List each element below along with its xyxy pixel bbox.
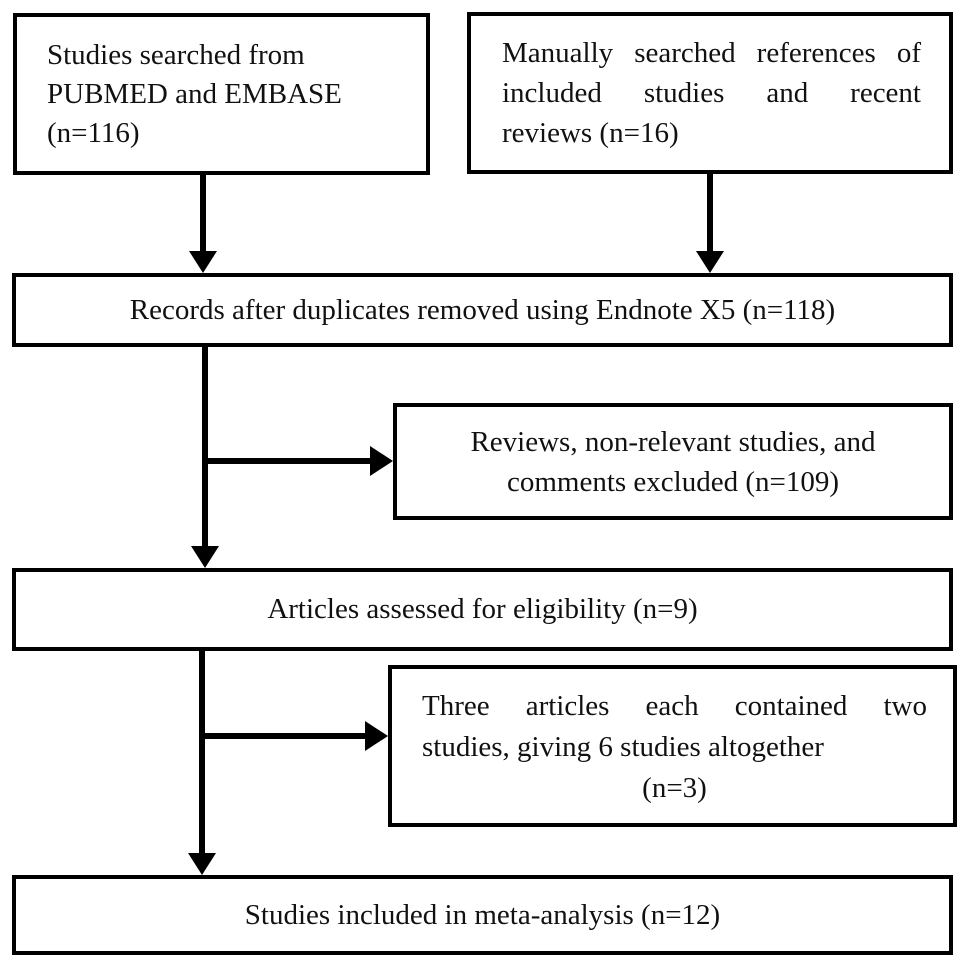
box-text-line: studies, giving 6 studies altogether (422, 731, 824, 763)
arrow-right-icon (370, 446, 393, 476)
box-text-line: Studies searched from (47, 39, 305, 71)
arrow-down-icon (191, 546, 219, 568)
box-text-line: (n=116) (47, 117, 140, 149)
box-text-line: reviews (n=16) (502, 117, 679, 149)
box-articles-eligibility: Articles assessed for eligibility (n=9) (12, 568, 953, 651)
box-text-line: Three articles each contained two (422, 690, 927, 722)
arrow-dedup-to-eligibility-line (202, 347, 208, 547)
arrow-down-icon (188, 853, 216, 875)
box-text-line: included studies and recent (502, 77, 921, 109)
box-manually-searched: Manually searched references of included… (467, 12, 953, 174)
box-text-line: Manually searched references of (502, 37, 921, 69)
box-records-deduplicated: Records after duplicates removed using E… (12, 273, 953, 347)
arrow-branch-to-split-line (202, 733, 365, 739)
box-text-line: PUBMED and EMBASE (47, 78, 342, 110)
arrow-branch-to-excluded-line (205, 458, 370, 464)
box-studies-included: Studies included in meta-analysis (n=12) (12, 875, 953, 955)
box-text-line: comments excluded (n=109) (506, 466, 840, 498)
box-text-line: Reviews, non-relevant studies, and (470, 426, 876, 458)
box-text-line: Articles assessed for eligibility (n=9) (267, 593, 698, 625)
box-text-line: Studies included in meta-analysis (n=12) (244, 898, 721, 931)
arrow-eligibility-to-included-line (199, 651, 205, 854)
box-studies-searched: Studies searched from PUBMED and EMBASE … (13, 13, 430, 175)
arrow-searched-to-dedup-line (200, 175, 206, 253)
box-text-line: (n=3) (642, 772, 707, 804)
box-records-excluded: Reviews, non-relevant studies, and comme… (393, 403, 953, 520)
arrow-down-icon (189, 251, 217, 273)
arrow-manual-to-dedup-line (707, 174, 713, 253)
box-articles-split-studies: Three articles each contained two studie… (388, 665, 957, 827)
arrow-right-icon (365, 721, 388, 751)
box-text-line: Records after duplicates removed using E… (129, 293, 836, 326)
arrow-down-icon (696, 251, 724, 273)
